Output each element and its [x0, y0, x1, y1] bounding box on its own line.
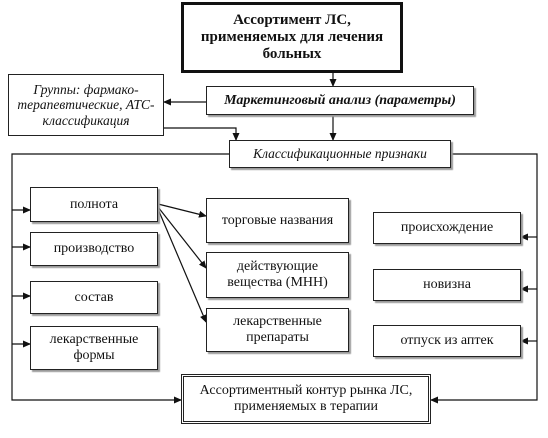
middle-item-preparaty: лекарственные препараты [206, 308, 349, 352]
left-item-polnota: полнота [30, 187, 158, 222]
title-text: Ассортимент ЛС, применяемых для лечения … [200, 11, 384, 63]
left-item-sostav: состав [30, 281, 158, 314]
groups-text: Группы: фармако-терапевтические, АТС-кла… [17, 82, 155, 128]
right-item-novizna: новизна [373, 269, 521, 301]
left-item-proizvodstvo: производство [30, 232, 158, 266]
left-item-label: состав [74, 289, 114, 305]
result-box: Ассортиментный контур рынка ЛС, применяе… [181, 374, 431, 424]
arrow-polnota-to-torgovye [157, 203, 207, 218]
right-bus-to-result [430, 153, 538, 404]
left-item-label: лекарственные формы [49, 332, 139, 363]
right-item-label: отпуск из аптек [400, 333, 494, 349]
middle-item-mnn: действующие вещества (МНН) [206, 252, 349, 298]
arrow-groups-to-classification [164, 127, 240, 141]
groups-box: Группы: фармако-терапевтические, АТС-кла… [8, 74, 164, 136]
right-item-otpusk: отпуск из аптек [373, 325, 521, 357]
middle-item-label: действующие вещества (МНН) [227, 259, 328, 290]
middle-item-label: торговые названия [221, 212, 334, 228]
title-box: Ассортимент ЛС, применяемых для лечения … [181, 2, 403, 73]
marketing-analysis-box: Маркетинговый анализ (параметры) [206, 86, 474, 115]
left-bus-to-result [11, 153, 229, 404]
right-item-proiskhozhdenie: происхождение [373, 212, 521, 244]
right-item-label: происхождение [400, 220, 494, 236]
arrow-polnota-to-preparaty [157, 208, 207, 323]
right-item-label: новизна [423, 277, 471, 293]
classification-text: Классификационные признаки [253, 146, 427, 162]
marketing-analysis-text: Маркетинговый анализ (параметры) [224, 92, 456, 108]
middle-item-label: лекарственные препараты [233, 314, 322, 345]
left-item-label: полнота [69, 196, 119, 212]
classification-box: Классификационные признаки [229, 140, 451, 168]
result-text: Ассортиментный контур рынка ЛС, применяе… [199, 383, 413, 414]
middle-item-torgovye: торговые названия [206, 198, 349, 243]
left-item-lek-formy: лекарственные формы [30, 326, 158, 370]
arrow-polnota-to-mnn [157, 206, 207, 269]
left-item-label: производство [53, 241, 135, 257]
